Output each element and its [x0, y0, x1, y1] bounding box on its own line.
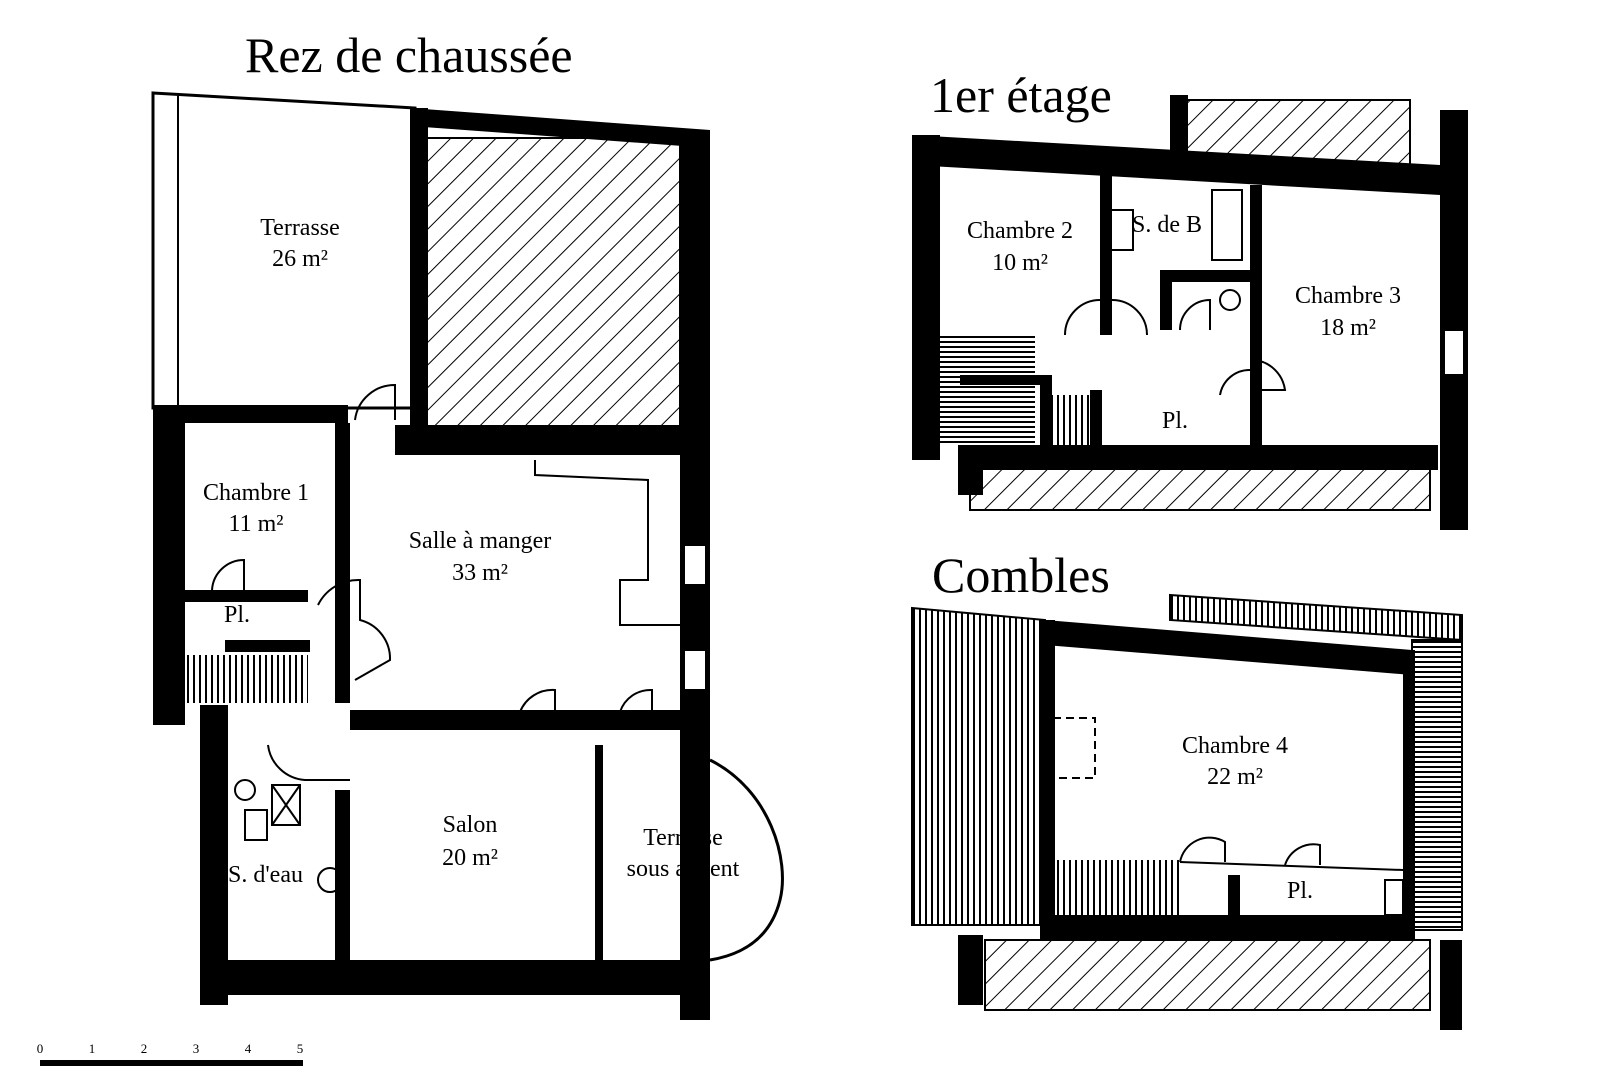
scale-tick-0: 0: [37, 1041, 44, 1056]
first-floor-plan: [912, 95, 1468, 530]
room-salon-name: Salon: [443, 812, 498, 838]
room-chambre3-name: Chambre 3: [1295, 283, 1401, 309]
room-chambre1-area: 11 m²: [229, 511, 284, 537]
room-chambre4-name: Chambre 4: [1182, 733, 1288, 759]
room-placard-attic: Pl.: [1287, 878, 1313, 904]
scale-tick-4: 4: [245, 1041, 252, 1056]
room-terrasse-auvent-line1: Terrasse: [643, 825, 723, 851]
attic-plan: [911, 593, 1463, 1030]
room-salle-area: 33 m²: [452, 560, 508, 586]
room-terrasse-name: Terrasse: [260, 215, 340, 241]
room-placard-first: Pl.: [1162, 408, 1188, 434]
scale-tick-2: 2: [141, 1041, 148, 1056]
title-ground-floor: Rez de chaussée: [245, 27, 573, 83]
scale-tick-3: 3: [193, 1041, 200, 1056]
room-chambre4-area: 22 m²: [1207, 764, 1263, 790]
room-terrasse-auvent-line2: sous auvent: [627, 856, 740, 882]
scale-tick-5: 5: [297, 1041, 304, 1056]
room-sdb: S. de B: [1132, 212, 1202, 238]
room-terrasse-area: 26 m²: [272, 246, 328, 272]
room-chambre1-name: Chambre 1: [203, 480, 309, 506]
room-chambre2-name: Chambre 2: [967, 218, 1073, 244]
room-salon-area: 20 m²: [442, 845, 498, 871]
title-attic: Combles: [932, 547, 1110, 603]
room-salle-name: Salle à manger: [409, 528, 552, 554]
room-sdeau: S. d'eau: [228, 862, 303, 888]
hatched-void: [424, 137, 681, 439]
scale-tick-1: 1: [89, 1041, 96, 1056]
room-chambre3-area: 18 m²: [1320, 315, 1376, 341]
title-first-floor: 1er étage: [930, 67, 1112, 123]
ground-floor-plan: [151, 91, 784, 1020]
room-chambre2-area: 10 m²: [992, 250, 1048, 276]
room-placard-ground: Pl.: [224, 602, 250, 628]
scale-bar: 0 1 2 3 4 5: [37, 1041, 304, 1066]
